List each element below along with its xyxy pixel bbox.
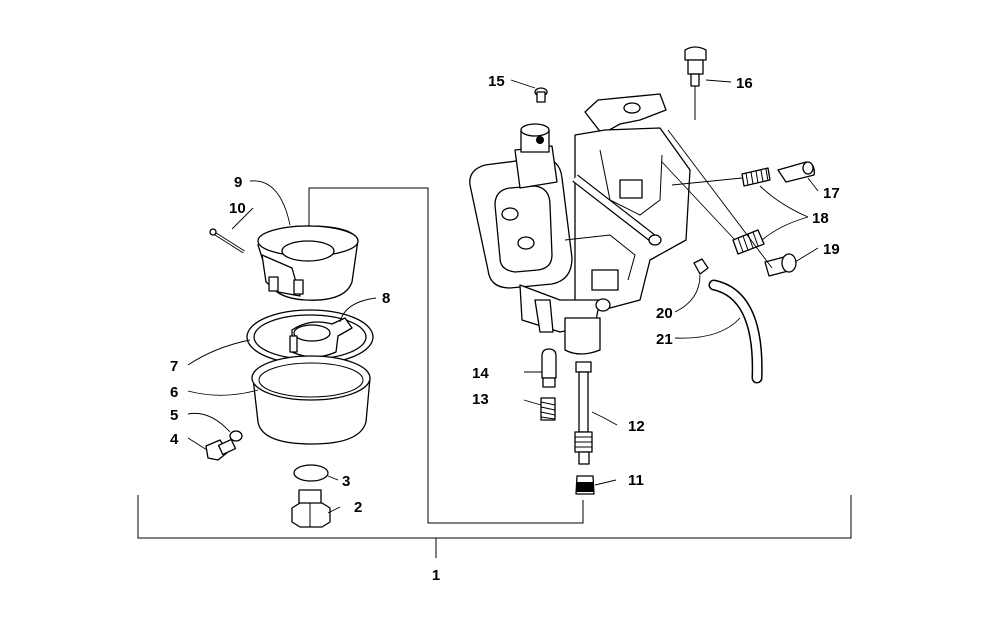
clip-part-20: [693, 258, 709, 275]
callout-6: 6: [170, 384, 178, 401]
callout-5: 5: [170, 407, 178, 424]
callout-21: 21: [656, 331, 673, 348]
drain-screw-part-4: [205, 438, 237, 461]
needle-valve-part-14: [541, 348, 557, 388]
float-pin-part-10: [209, 228, 245, 254]
spring-part-18-lower: [732, 229, 765, 255]
float-bowl-part-6: [251, 355, 371, 445]
o-ring-part-5: [229, 430, 243, 442]
main-nozzle-part-12: [574, 361, 593, 465]
screw-part-15: [534, 87, 548, 103]
callout-7: 7: [170, 358, 178, 375]
callout-10: 10: [229, 200, 246, 217]
callout-18: 18: [812, 210, 829, 227]
screw-part-16: [684, 46, 707, 120]
callout-13: 13: [472, 391, 489, 408]
pilot-screw-part-17: [777, 161, 815, 183]
callout-3: 3: [342, 473, 350, 490]
float-part-9: [257, 225, 359, 301]
callout-9: 9: [234, 174, 242, 191]
callout-11: 11: [628, 472, 644, 489]
callout-19: 19: [823, 241, 840, 258]
vent-hose-part-21: [708, 279, 763, 384]
float-arm-part-8: [289, 317, 353, 358]
carburetor-body: [469, 93, 691, 355]
spring-part-18-upper: [741, 167, 771, 187]
gasket-part-3: [293, 464, 329, 482]
callout-8: 8: [382, 290, 390, 307]
idle-screw-part-19: [764, 253, 797, 277]
callout-17: 17: [823, 185, 840, 202]
main-jet-part-11: [575, 475, 595, 495]
callout-2: 2: [354, 499, 362, 516]
callout-20: 20: [656, 305, 673, 322]
leader-lines: [187, 79, 819, 514]
callout-12: 12: [628, 418, 645, 435]
assembly-bracket: [137, 495, 852, 558]
callout-14: 14: [472, 365, 489, 382]
spring-part-13: [540, 397, 556, 421]
callout-16: 16: [736, 75, 753, 92]
callout-4: 4: [170, 431, 179, 448]
callout-15: 15: [488, 73, 505, 90]
callout-1: 1: [432, 567, 440, 584]
fuel-path-connector-line: [308, 187, 584, 524]
bowl-bolt-part-2: [291, 489, 331, 528]
